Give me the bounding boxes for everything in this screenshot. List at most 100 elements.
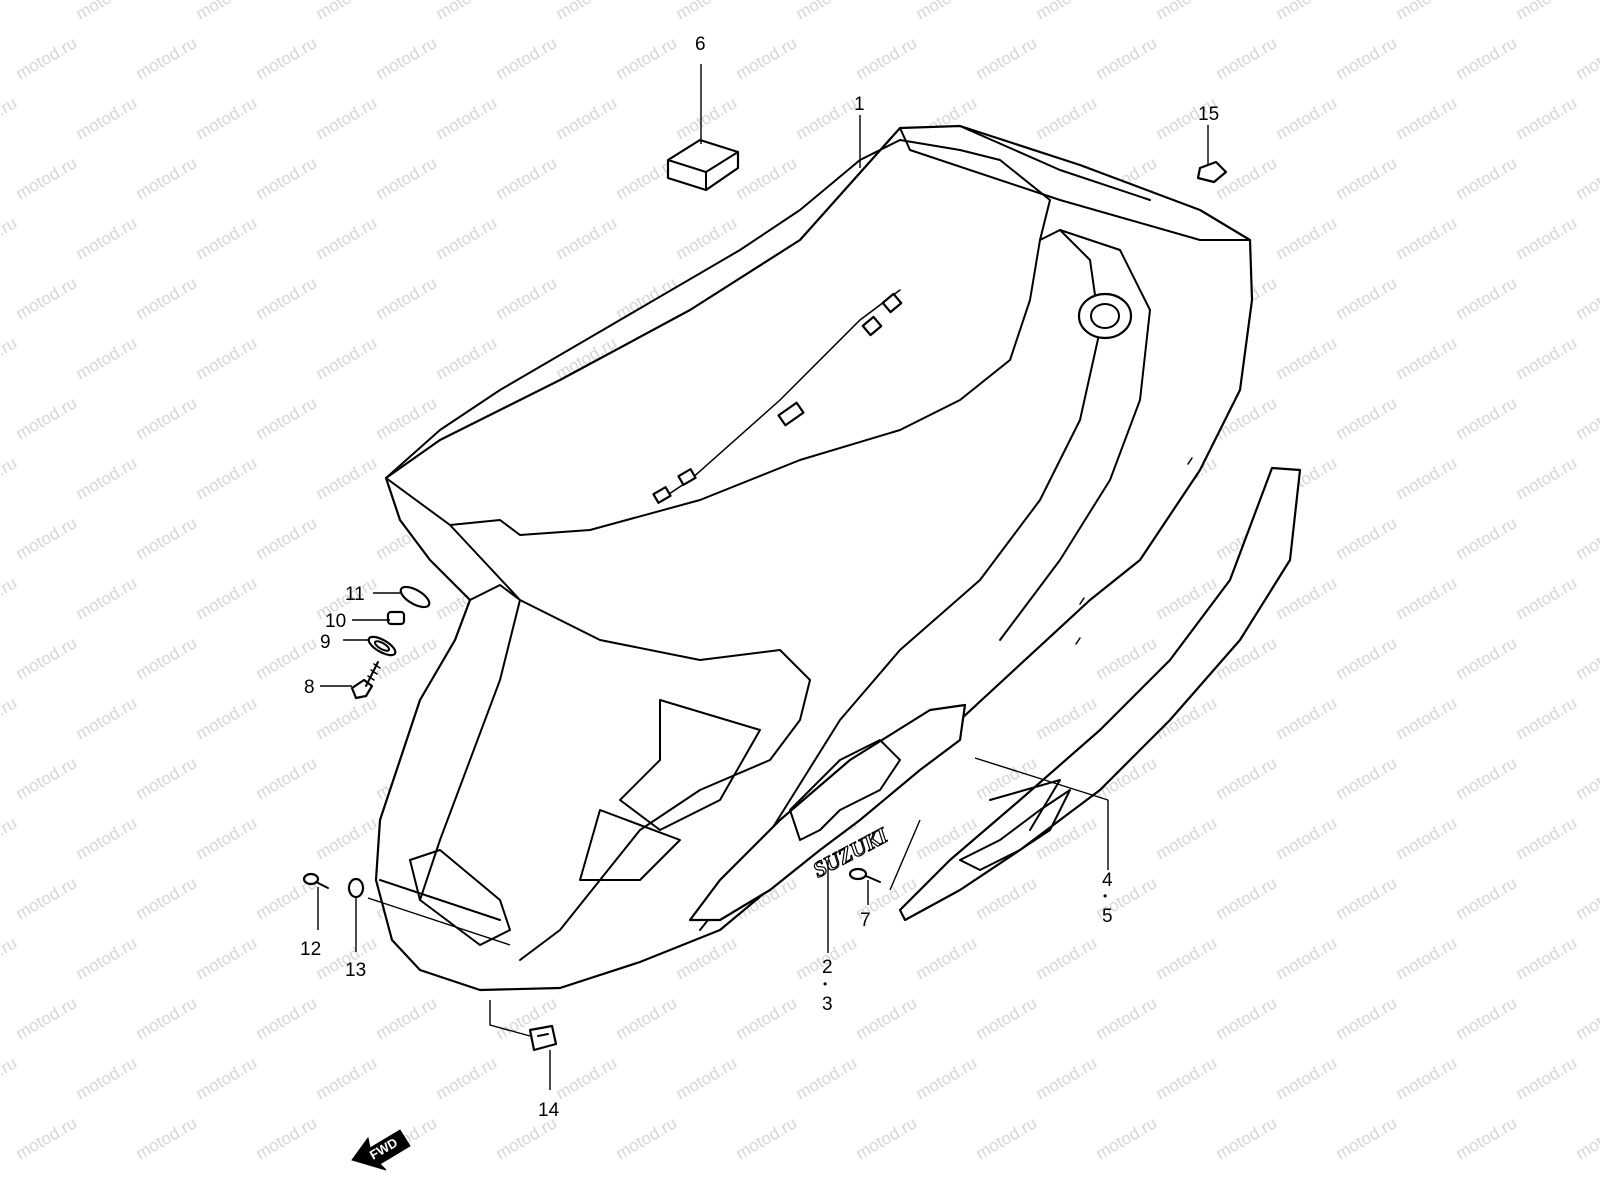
watermark-text: motod.ru: [1393, 573, 1461, 623]
watermark-text: motod.ru: [1033, 93, 1101, 143]
watermark-text: motod.ru: [193, 213, 261, 263]
watermark-text: motod.ru: [1333, 1113, 1401, 1163]
watermark-text: motod.ru: [0, 933, 20, 983]
watermark-text: motod.ru: [193, 933, 261, 983]
watermark-text: motod.ru: [553, 93, 621, 143]
watermark-text: motod.ru: [253, 993, 321, 1043]
callout-7: 7: [860, 910, 871, 931]
cap: [1196, 160, 1228, 184]
rubber-block: [666, 138, 740, 192]
callout-10: 10: [325, 611, 346, 632]
watermark-text: motod.ru: [733, 153, 801, 203]
seat-tail-cowl: [374, 124, 1254, 992]
watermark-text: motod.ru: [313, 0, 381, 23]
watermark-text: motod.ru: [373, 33, 441, 83]
watermark-text: motod.ru: [1513, 93, 1581, 143]
watermark-text: motod.ru: [1333, 153, 1401, 203]
watermark-text: motod.ru: [133, 153, 201, 203]
watermark-text: motod.ru: [313, 453, 381, 503]
watermark-text: motod.ru: [1393, 1053, 1461, 1103]
watermark-text: motod.ru: [313, 693, 381, 743]
watermark-text: motod.ru: [313, 93, 381, 143]
watermark-text: motod.ru: [1453, 1113, 1521, 1163]
watermark-text: motod.ru: [433, 333, 501, 383]
watermark-text: motod.ru: [1573, 1113, 1600, 1163]
watermark-text: motod.ru: [253, 33, 321, 83]
watermark-text: motod.ru: [1393, 813, 1461, 863]
watermark-text: motod.ru: [973, 1113, 1041, 1163]
watermark-text: motod.ru: [73, 93, 141, 143]
watermark-text: motod.ru: [1513, 213, 1581, 263]
watermark-text: motod.ru: [1153, 813, 1221, 863]
watermark-text: motod.ru: [613, 993, 681, 1043]
watermark-text: motod.ru: [1453, 33, 1521, 83]
watermark-text: motod.ru: [1333, 513, 1401, 563]
watermark-text: motod.ru: [613, 33, 681, 83]
watermark-text: motod.ru: [973, 33, 1041, 83]
watermark-text: motod.ru: [73, 1053, 141, 1103]
watermark-text: motod.ru: [253, 153, 321, 203]
fastener-stack: [350, 585, 431, 700]
watermark-text: motod.ru: [133, 993, 201, 1043]
callout-14: 14: [538, 1100, 560, 1121]
watermark-text: motod.ru: [73, 333, 141, 383]
watermark-text: motod.ru: [1513, 333, 1581, 383]
callout-12: 12: [300, 939, 321, 960]
watermark-text: motod.ru: [133, 633, 201, 683]
watermark-text: motod.ru: [73, 213, 141, 263]
watermark-text: motod.ru: [1453, 633, 1521, 683]
watermark-text: motod.ru: [1573, 993, 1600, 1043]
watermark-text: motod.ru: [73, 693, 141, 743]
watermark-text: motod.ru: [1033, 933, 1101, 983]
watermark-text: motod.ru: [1333, 33, 1401, 83]
watermark-text: motod.ru: [973, 873, 1041, 923]
watermark-text: motod.ru: [433, 0, 501, 23]
watermark-text: motod.ru: [313, 213, 381, 263]
watermark-text: motod.ru: [1513, 933, 1581, 983]
watermark-text: motod.ru: [1573, 273, 1600, 323]
watermark-text: motod.ru: [1213, 753, 1281, 803]
watermark-text: motod.ru: [13, 153, 81, 203]
watermark-text: motod.ru: [733, 993, 801, 1043]
watermark-text: motod.ru: [1453, 153, 1521, 203]
watermark-text: motod.ru: [673, 1053, 741, 1103]
watermark-text: motod.ru: [0, 0, 20, 23]
watermark-text: motod.ru: [733, 33, 801, 83]
watermark-text: motod.ru: [1393, 333, 1461, 383]
watermark-text: motod.ru: [853, 993, 921, 1043]
watermark-text: motod.ru: [73, 573, 141, 623]
watermark-text: motod.ru: [313, 813, 381, 863]
watermark-text: motod.ru: [1333, 873, 1401, 923]
watermark-text: motod.ru: [1213, 33, 1281, 83]
watermark-text: motod.ru: [553, 1053, 621, 1103]
callout-6: 6: [695, 34, 706, 55]
watermark-text: motod.ru: [373, 273, 441, 323]
watermark-text: motod.ru: [73, 933, 141, 983]
watermark-text: motod.ru: [0, 453, 20, 503]
callout-4-5-dot: •: [1103, 889, 1107, 903]
callout-13: 13: [345, 960, 366, 981]
watermark-text: motod.ru: [1033, 1053, 1101, 1103]
watermark-text: motod.ru: [1273, 573, 1341, 623]
callout-1: 1: [854, 94, 865, 115]
watermark-text: motod.ru: [133, 753, 201, 803]
watermark-text: motod.ru: [1333, 633, 1401, 683]
watermark-text: motod.ru: [13, 753, 81, 803]
watermark-text: motod.ru: [493, 33, 561, 83]
watermark-text: motod.ru: [1573, 153, 1600, 203]
watermark-text: motod.ru: [1213, 153, 1281, 203]
screw-7: [848, 867, 881, 883]
watermark-text: motod.ru: [973, 993, 1041, 1043]
watermark-text: motod.ru: [1273, 813, 1341, 863]
watermark-text: motod.ru: [853, 1113, 921, 1163]
watermark-text: motod.ru: [1393, 213, 1461, 263]
watermark-text: motod.ru: [193, 573, 261, 623]
watermark-text: motod.ru: [793, 1053, 861, 1103]
callout-9: 9: [320, 632, 331, 653]
watermark-text: motod.ru: [133, 1113, 201, 1163]
watermark-text: motod.ru: [613, 1113, 681, 1163]
clip-14: [528, 1024, 558, 1052]
fwd-arrow: FWD: [351, 1129, 411, 1171]
watermark-text: motod.ru: [1453, 393, 1521, 443]
watermark-text: motod.ru: [1333, 993, 1401, 1043]
